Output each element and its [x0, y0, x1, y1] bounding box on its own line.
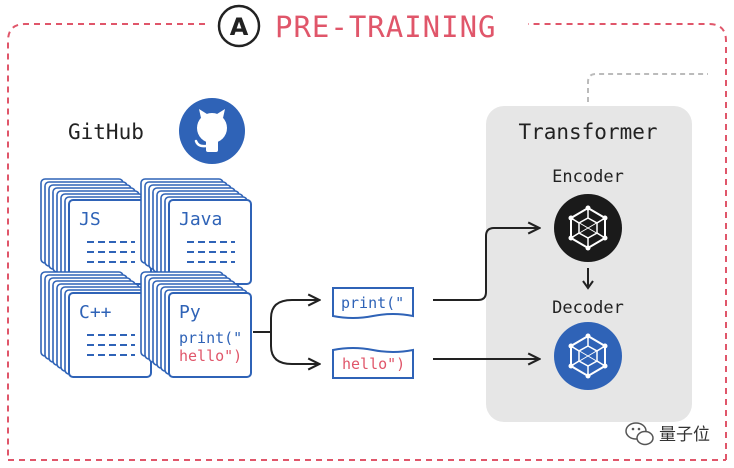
connector-top-right: [587, 73, 708, 102]
encoder-label: Encoder: [552, 167, 624, 187]
input-chunk-text: print(": [341, 294, 404, 312]
transformer-panel: [486, 106, 692, 422]
watermark-text: 量子位: [659, 425, 710, 445]
language-name: Py: [179, 302, 201, 323]
wechat-icon: [625, 422, 654, 446]
decoder-node: [554, 322, 622, 390]
language-card: [168, 292, 252, 378]
decoder-label: Decoder: [552, 298, 624, 318]
code-line: hello"): [179, 347, 242, 365]
github-icon: [179, 98, 245, 164]
language-name: JS: [79, 209, 101, 230]
branch-connector: [253, 300, 318, 364]
language-stack: JS: [40, 178, 152, 285]
language-stack: Py print("hello"): [140, 271, 252, 378]
section-title: PRE-TRAINING: [275, 10, 497, 44]
language-name: C++: [79, 302, 112, 323]
section-badge: A: [217, 4, 261, 48]
transformer-title: Transformer: [518, 120, 657, 144]
language-name: Java: [179, 209, 222, 230]
target-chunk: hello"): [332, 347, 414, 379]
language-stack: Java: [140, 178, 252, 285]
section-letter: A: [230, 13, 249, 41]
language-stack: C++: [40, 271, 152, 378]
target-chunk-text: hello"): [342, 355, 405, 373]
input-to-encoder-arrow: [433, 228, 538, 301]
encoder-to-decoder-arrow: [582, 268, 594, 290]
pretraining-frame: [7, 23, 727, 460]
input-chunk: print(": [332, 287, 414, 319]
encoder-node: [554, 194, 622, 262]
code-line: print(": [179, 329, 242, 347]
github-label: GitHub: [68, 120, 144, 144]
